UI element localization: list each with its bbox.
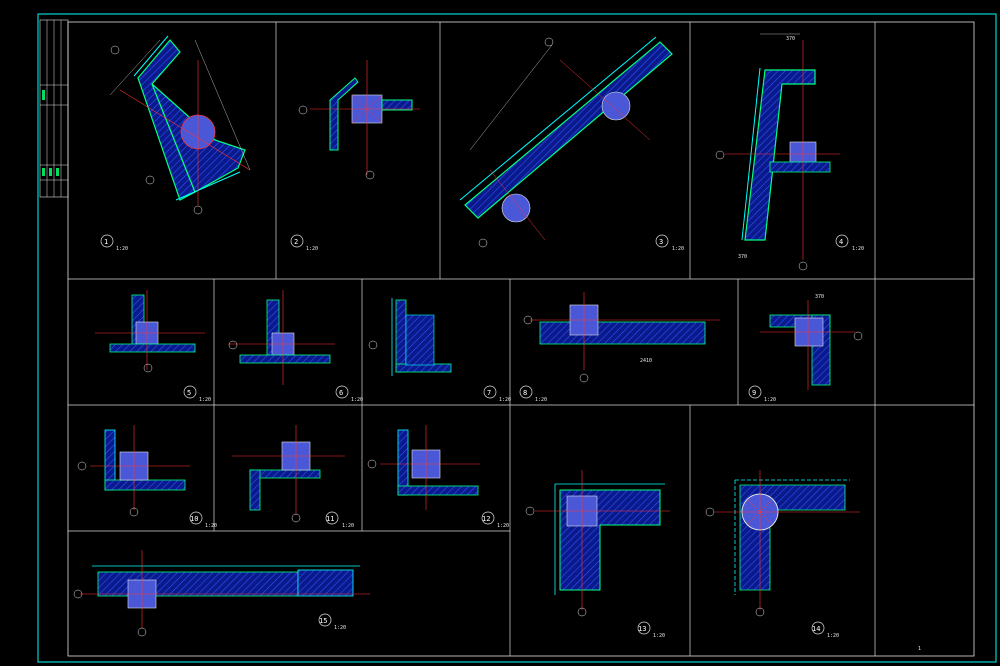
detail-10-scale: 1:20 (205, 523, 217, 529)
detail-8-callout (519, 385, 533, 399)
panel-grid (68, 22, 974, 656)
detail-11-scale: 1:20 (342, 523, 354, 529)
detail-3: 3 1:20 (459, 36, 684, 252)
detail-9-number: 9 (752, 389, 756, 397)
detail-14-scale: 1:20 (827, 633, 839, 639)
detail-8: 2410 8 1:20 (519, 292, 720, 403)
detail-14-number: 14 (812, 625, 820, 633)
detail-2-scale: 1:20 (306, 246, 318, 252)
detail-10-callout (189, 511, 203, 525)
svg-text:370: 370 (786, 36, 795, 42)
detail-12-callout (481, 511, 495, 525)
detail-6: 6 1:20 (228, 290, 363, 403)
page-number: 1 (918, 646, 921, 652)
detail-10-number: 10 (190, 515, 198, 523)
detail-1: 1 1:20 (100, 35, 251, 252)
detail-11-callout (325, 511, 339, 525)
detail-13-number: 13 (638, 625, 646, 633)
detail-1-callout (100, 234, 114, 248)
detail-11-number: 11 (326, 515, 334, 523)
detail-1-scale: 1:20 (116, 246, 128, 252)
detail-4: 370 370 4 1:20 (715, 33, 864, 271)
detail-15-number: 15 (319, 617, 327, 625)
detail-2: 2 1:20 (290, 60, 420, 252)
detail-13: 13 1:20 (525, 470, 670, 639)
detail-9-callout (748, 385, 762, 399)
detail-5-callout (183, 385, 197, 399)
detail-6-number: 6 (339, 389, 343, 397)
detail-1-number: 1 (104, 238, 108, 246)
detail-9-scale: 1:20 (764, 397, 776, 403)
detail-7-number: 7 (487, 389, 491, 397)
detail-5: 5 1:20 (95, 290, 211, 403)
svg-text:370: 370 (815, 294, 824, 300)
detail-14: 14 1:20 (705, 470, 860, 639)
detail-10: 10 1:20 (77, 425, 217, 529)
detail-3-number: 3 (659, 238, 663, 246)
detail-4-callout (835, 234, 849, 248)
outer-frame (37, 13, 997, 663)
detail-5-number: 5 (187, 389, 191, 397)
detail-6-callout (335, 385, 349, 399)
title-strip (39, 19, 69, 198)
detail-11: 11 1:20 (232, 425, 354, 529)
detail-7-scale: 1:20 (499, 397, 511, 403)
detail-5-scale: 1:20 (199, 397, 211, 403)
detail-14-callout (811, 621, 825, 635)
detail-15-scale: 1:20 (334, 625, 346, 631)
detail-15-callout (318, 613, 332, 627)
detail-7-callout (483, 385, 497, 399)
detail-12: 12 1:20 (367, 425, 509, 529)
detail-4-scale: 1:20 (852, 246, 864, 252)
detail-3-scale: 1:20 (672, 246, 684, 252)
svg-text:370: 370 (738, 254, 747, 260)
detail-4-number: 4 (839, 238, 843, 246)
detail-15: 15 1:20 (73, 550, 370, 637)
svg-text:2410: 2410 (640, 358, 652, 364)
detail-3-callout (655, 234, 669, 248)
detail-8-number: 8 (523, 389, 527, 397)
detail-12-number: 12 (482, 515, 490, 523)
detail-7: 7 1:20 (368, 298, 511, 403)
detail-9: 370 9 1:20 (748, 294, 863, 403)
detail-13-callout (637, 621, 651, 635)
detail-8-scale: 1:20 (535, 397, 547, 403)
detail-13-scale: 1:20 (653, 633, 665, 639)
detail-2-number: 2 (294, 238, 298, 246)
inner-frame (67, 21, 975, 657)
detail-6-scale: 1:20 (351, 397, 363, 403)
detail-12-scale: 1:20 (497, 523, 509, 529)
detail-2-callout (290, 234, 304, 248)
